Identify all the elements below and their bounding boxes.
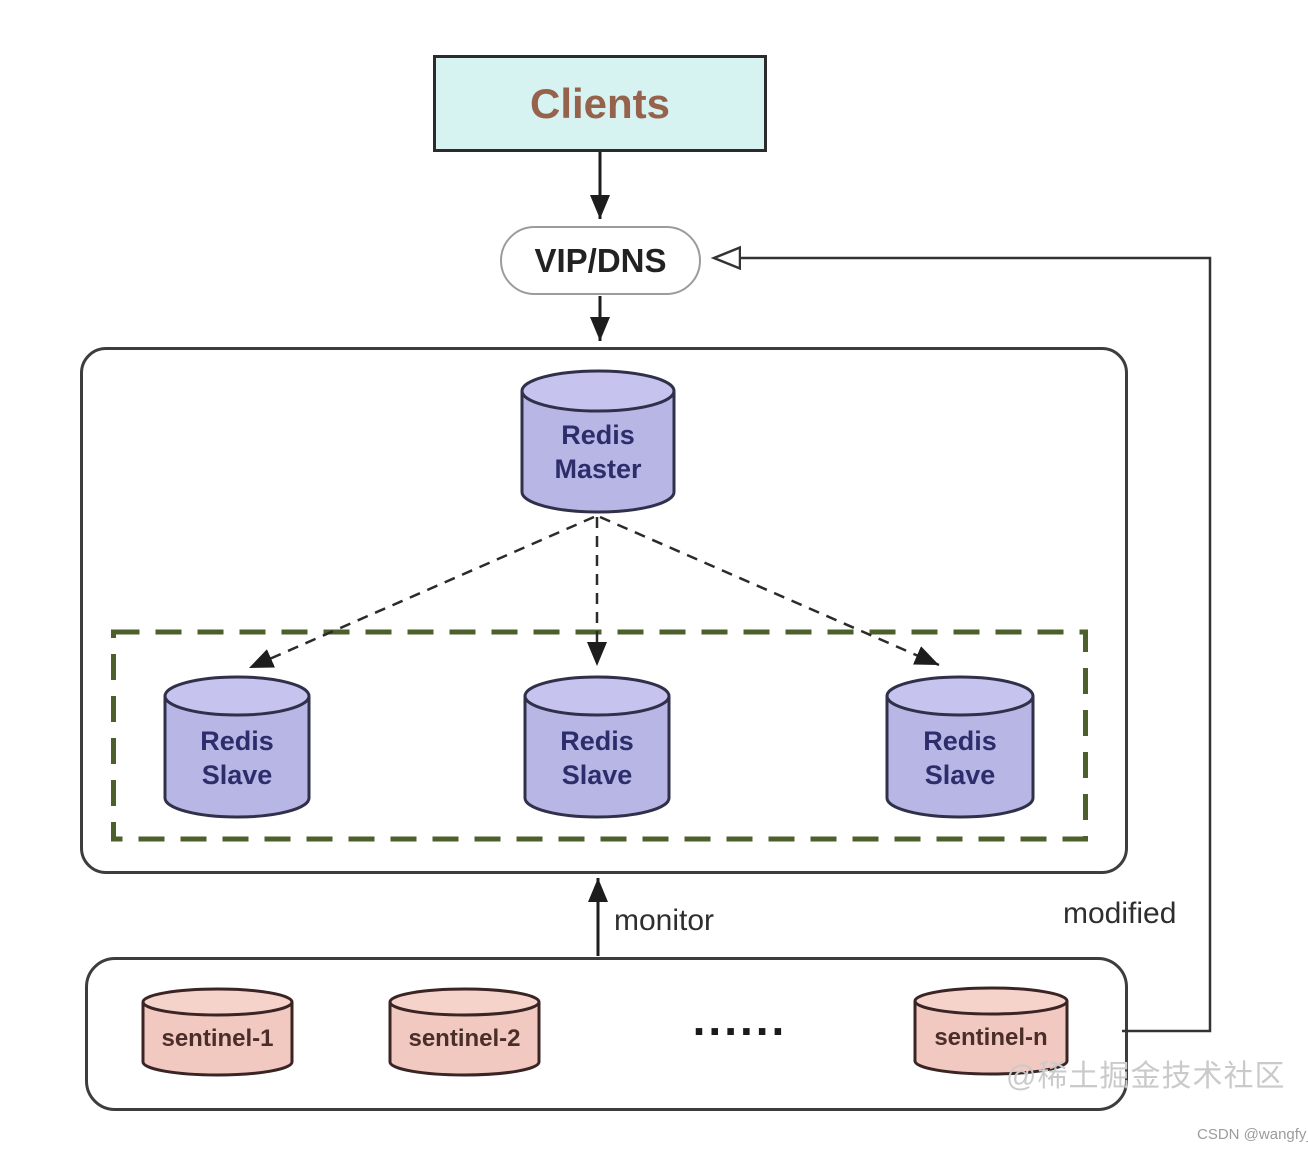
sentinel-n-label: sentinel-n [934, 1023, 1048, 1051]
cylinder-shape [163, 675, 311, 819]
sentinel-2-node: sentinel-2 [387, 986, 542, 1079]
slave-group-dashed-border [111, 629, 1088, 842]
redis-slave-2-label: Redis Slave [560, 725, 634, 790]
edge-sentinels-modified-to-vipdns [714, 258, 1212, 1033]
redis-slave-3-node: Redis Slave [884, 674, 1036, 821]
csdn-watermark: CSDN @wangfy_ [1197, 1126, 1308, 1143]
sentinel-2-label: sentinel-2 [408, 1024, 521, 1052]
sentinel-1-node: sentinel-1 [140, 986, 295, 1079]
redis-master-label: Redis Master [554, 420, 642, 484]
sentinel-ellipsis: ...... [692, 993, 788, 1045]
redis-slave-3-label: Redis Slave [923, 725, 997, 790]
monitor-label: monitor [614, 904, 715, 937]
cylinder-shape [913, 986, 1069, 1076]
cylinder-shape [885, 675, 1035, 819]
redis-master-node: Redis Master [519, 368, 677, 516]
redis-slave-2-node: Redis Slave [522, 674, 672, 821]
vip-dns-label: VIP/DNS [534, 241, 667, 279]
cylinder-shape [388, 987, 541, 1077]
vip-dns-node: VIP/DNS [500, 226, 701, 295]
edge-master-to-slave3 [599, 515, 940, 667]
clients-node: Clients [433, 55, 767, 152]
cylinder-shape [523, 675, 671, 819]
cylinder-shape [520, 369, 676, 514]
community-watermark: @稀土掘金技术社区 [1006, 1060, 1286, 1093]
clients-label: Clients [529, 79, 671, 127]
replication-group-panel [80, 347, 1128, 874]
sentinel-n-node: sentinel-n [912, 985, 1070, 1078]
redis-slave-1-label: Redis Slave [200, 725, 274, 790]
edge-master-to-slave1 [248, 515, 595, 670]
redis-slave-1-node: Redis Slave [162, 674, 312, 821]
sentinel-1-label: sentinel-1 [161, 1024, 274, 1052]
cylinder-shape [141, 987, 294, 1077]
sentinel-group-panel [85, 957, 1128, 1111]
modified-label: modified [1063, 897, 1177, 930]
